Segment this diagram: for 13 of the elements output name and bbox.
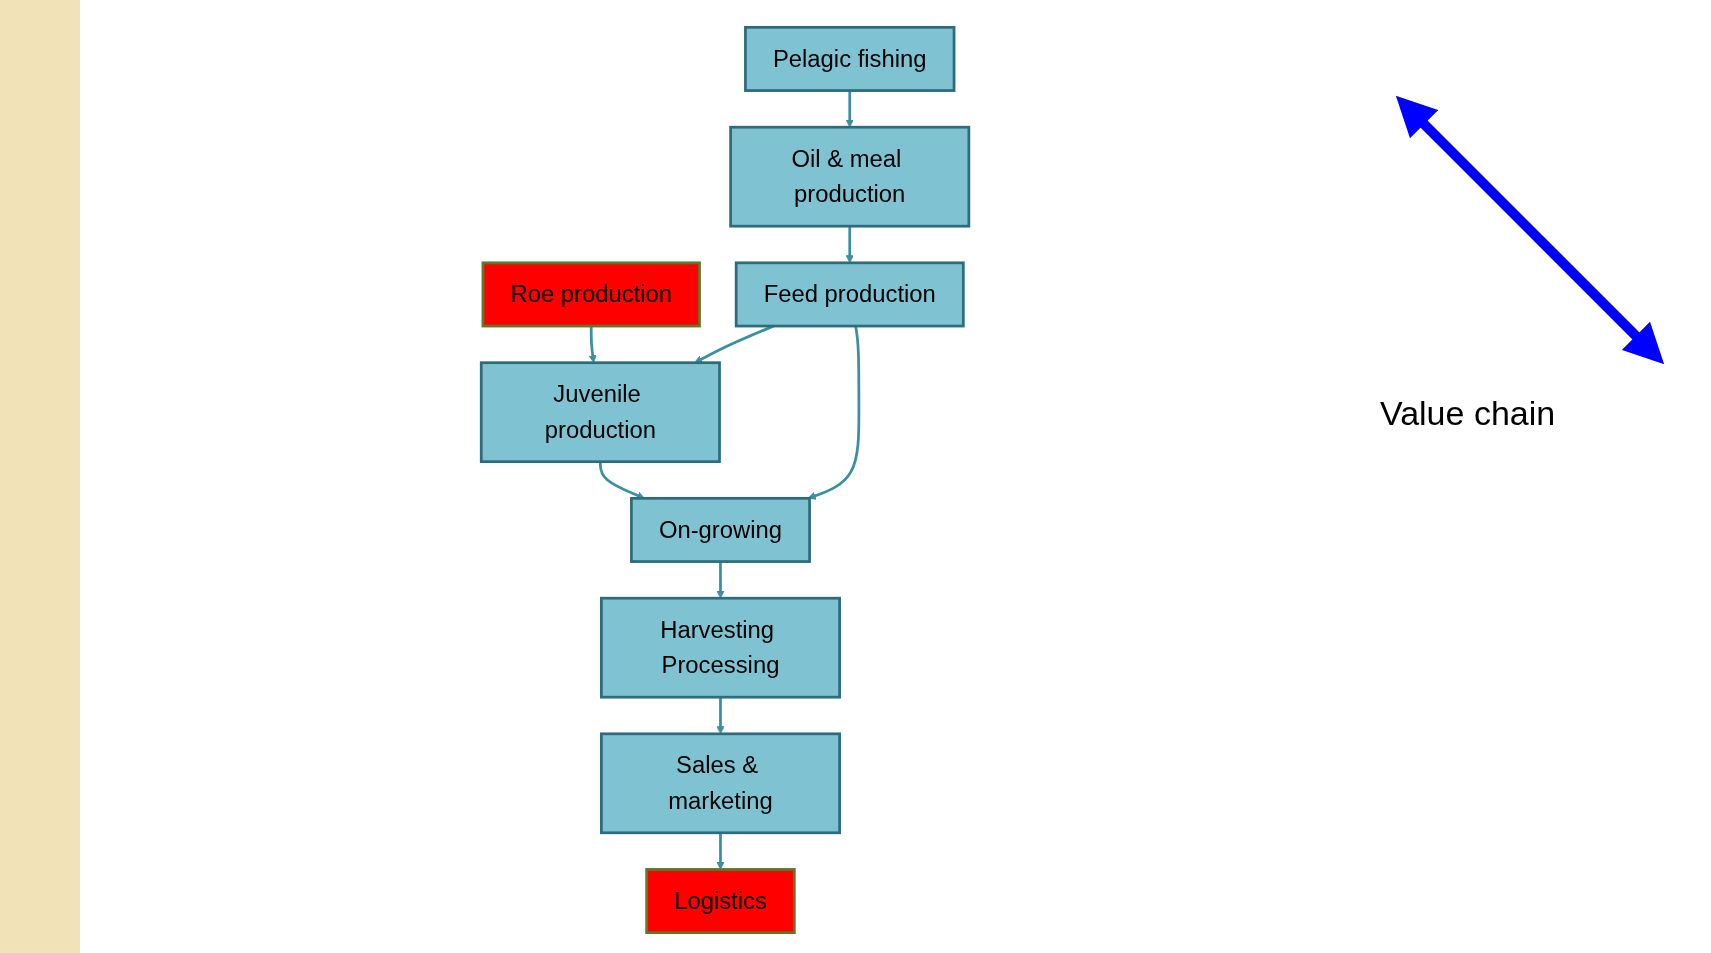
node-box: On-growing <box>629 496 811 563</box>
node-box: Roe production <box>481 261 701 328</box>
node-box: Juvenile production <box>479 361 721 464</box>
node-box: Logistics <box>645 868 796 935</box>
arrow <box>845 90 854 128</box>
arrow-label: Value chain <box>1380 394 1557 433</box>
node-box: Pelagic fishing <box>744 25 956 92</box>
arrow <box>716 832 725 870</box>
node-box: Feed production <box>734 261 965 328</box>
arrow <box>716 561 725 599</box>
node-box: Sales & marketing <box>599 732 841 835</box>
node-box: Oil & meal production <box>729 125 971 228</box>
node-box: Harvesting Processing <box>599 596 841 699</box>
